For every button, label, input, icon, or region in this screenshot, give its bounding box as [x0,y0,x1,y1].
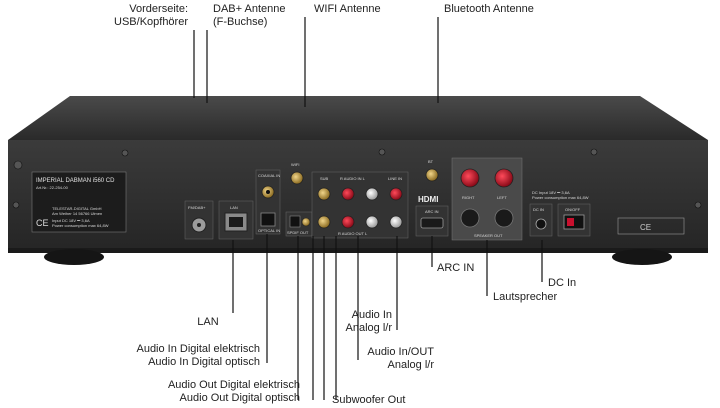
label-maker: TELESTAR-DIGITAL GmbH [52,206,102,211]
optical-in-socket[interactable] [260,212,276,227]
label-audio-in-analog-line1: Audio In [351,309,392,321]
label-dab-line2: (F-Buchse) [213,16,268,28]
label-power: Input DC 18V ⎓ 3,6A [52,218,90,223]
sub-caption: SUB [320,176,329,181]
label-wifi: WIFI Antenne [314,3,381,15]
speaker-left-caption: LEFT [497,195,507,200]
coaxial-in-core [266,190,270,194]
audio-in-caption: R AUDIO IN L [340,176,366,181]
on-off-caption: ON/OFF [565,207,581,212]
line-in-socket[interactable] [389,187,403,201]
fm-dab-caption: FM/DAB+ [188,205,206,210]
wifi-caption: WIFI [291,162,299,167]
subwoofer-out-socket[interactable] [317,187,331,201]
spdif-out-optical[interactable] [289,215,301,228]
hdmi-arc-socket[interactable] [420,217,444,229]
coaxial-in-caption: COAXIAL IN [258,173,280,178]
speaker-right-caption: RIGHT [462,195,475,200]
label-address: Am Weiher 14 56766 Ulmen [52,211,102,216]
label-speaker: Lautsprecher [493,291,558,303]
dc-in-socket[interactable] [535,218,547,230]
label-bluetooth: Bluetooth Antenne [444,3,534,15]
audio-out-l-socket[interactable] [365,215,379,229]
lan-socket-hole [229,217,243,227]
audio-in-r-socket[interactable] [341,187,355,201]
label-audio-inout-analog: Audio In/OUT Analog l/r [367,346,434,372]
label-audio-inout-analog-line1: Audio In/OUT [367,346,434,358]
label-arc-in: ARC IN [437,262,475,274]
rating-label [31,171,127,233]
bt-antenna-socket[interactable] [425,168,439,182]
spdif-out-coaxial[interactable] [301,217,311,227]
dc-input-caption: DC Input 18V ⎓ 3,6A [532,190,570,195]
label-dab: DAB+ Antenne (F-Buchse) [213,3,285,29]
label-front-usb-line2: USB/Kopfhörer [114,16,188,28]
label-audio-in-analog-line2: Analog l/r [345,322,392,334]
label-audio-out-digital-line2: Audio Out Digital optisch [179,392,300,404]
lan-caption: LAN [230,205,238,210]
speaker-left-red[interactable] [494,168,514,188]
wifi-antenna-socket[interactable] [290,171,304,185]
label-audio-in-digital-line2: Audio In Digital optisch [148,356,260,368]
analog-panel [311,171,409,239]
foot-left [44,249,104,265]
chassis-top [8,96,708,140]
power-switch-rocker [567,218,574,226]
callout-lines [193,17,543,400]
label-audio-in-digital-line1: Audio In Digital elektrisch [136,343,260,355]
speaker-left-black[interactable] [494,208,514,228]
fm-dab-socket-core [197,223,201,227]
label-audio-in-digital: Audio In Digital elektrisch Audio In Dig… [136,343,260,369]
label-art-nr: Art.Nr.: 22-254-00 [36,185,69,190]
label-model: IMPERIAL DABMAN i560 CD [36,178,115,184]
cert-marks [617,217,685,235]
hdmi-logo: HDMI [418,195,438,204]
label-audio-in-analog: Audio In Analog l/r [346,309,392,335]
speaker-right-red[interactable] [460,168,480,188]
foot-right [612,249,672,265]
line-in-l-socket[interactable] [389,215,403,229]
line-in-caption: LINE IN [388,176,402,181]
fm-dab-panel [184,200,214,240]
speaker-right-black[interactable] [460,208,480,228]
audio-out-r-socket[interactable] [341,215,355,229]
label-consumption: Power consumption max 64,8W [52,223,109,228]
hdmi-arc-caption: ARC IN [425,209,439,214]
ce-mark: CE [36,218,49,228]
audio-out-coax-socket[interactable] [317,215,331,229]
dc-in-caption: DC IN [533,207,544,212]
audio-out-caption: R AUDIO OUT L [338,231,368,236]
label-dc-in: DC In [548,277,577,289]
speaker-out-caption: SPEAKER OUT [474,233,503,238]
label-front-usb: Vorderseite: USB/Kopfhörer [114,3,188,29]
label-dab-line1: DAB+ Antenne [213,3,286,15]
label-audio-inout-analog-line2: Analog l/r [387,359,434,371]
audio-in-l-socket[interactable] [365,187,379,201]
label-audio-out-digital: Audio Out Digital elektrisch Audio Out D… [168,379,300,405]
label-lan: LAN [197,316,219,328]
screws [12,148,702,209]
dc-power-caption: Power consumption max 64,8W [532,195,589,200]
optical-in-caption: OPTICAL IN [258,228,280,233]
bt-caption: BT [428,159,434,164]
label-audio-out-digital-line1: Audio Out Digital elektrisch [167,379,300,391]
cert-ce: CE [640,223,651,232]
spdif-out-caption: SPDIF OUT [287,230,309,235]
label-front-usb-line1: Vorderseite: [129,3,188,15]
label-subwoofer: Subwoofer Out [332,394,406,406]
